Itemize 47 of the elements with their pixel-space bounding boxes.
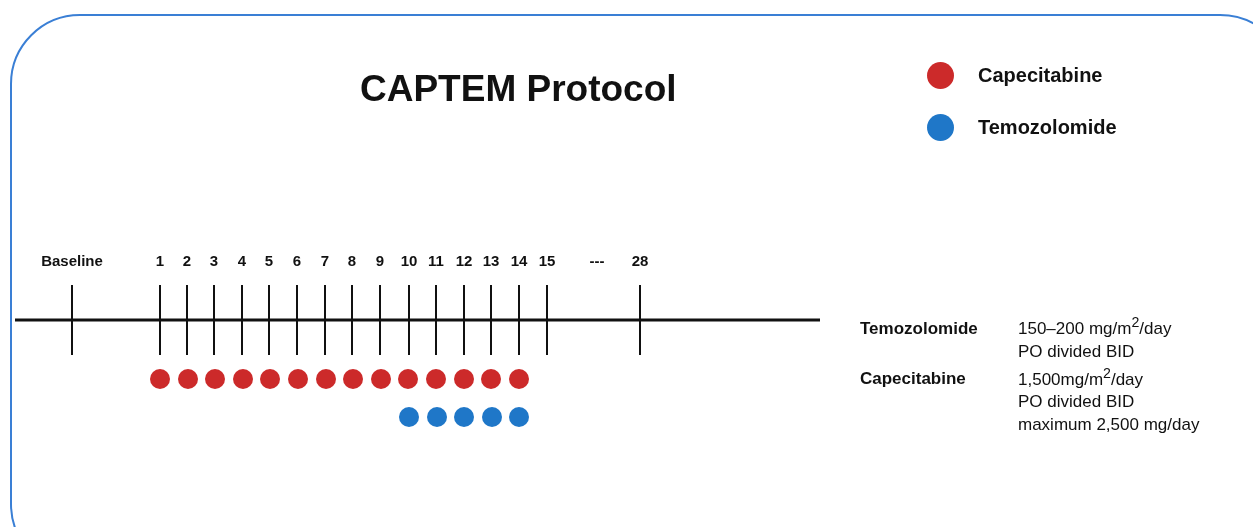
- dose-dot: [205, 369, 226, 389]
- dose-text: 150–200 mg/m$^{2}$/day: [1018, 314, 1173, 339]
- day-label: 15: [538, 252, 556, 269]
- dose-dot: [508, 369, 529, 389]
- day-label: 1: [155, 252, 165, 269]
- day-label: 6: [292, 252, 302, 269]
- day-label: 3: [209, 252, 219, 269]
- dose-dot: [177, 369, 198, 389]
- dose-dot: [343, 369, 364, 389]
- dose-dot: [454, 407, 475, 427]
- dose-dot: [260, 369, 281, 389]
- day-label: 7: [320, 252, 330, 269]
- dose-dot: [509, 407, 530, 427]
- dose-dot: [370, 369, 391, 389]
- day-label: 28: [631, 252, 649, 269]
- day-label: 13: [482, 252, 500, 269]
- dose-dot: [481, 407, 502, 427]
- day-label: 11: [428, 252, 444, 269]
- title: CAPTEM Protocol: [360, 68, 677, 110]
- dose-text: maximum 2,500 mg/day: [1018, 415, 1200, 436]
- drug-name: Capecitabine: [860, 369, 967, 390]
- dose-dot: [288, 369, 308, 389]
- day-label: 5: [264, 252, 274, 269]
- day-label: 12: [455, 252, 473, 269]
- day-label: 4: [237, 252, 247, 269]
- dose-text: 1,500mg/m$^{2}$/day: [1018, 364, 1145, 390]
- day-label: 8: [347, 252, 357, 269]
- day-label: 14: [510, 252, 528, 269]
- dose-dot: [398, 369, 419, 389]
- dose-dot: [426, 407, 447, 427]
- dose-dot: [481, 369, 502, 389]
- dose-dot: [315, 369, 336, 389]
- day-label: 10: [400, 252, 418, 269]
- dose-dot: [426, 369, 446, 389]
- dose-dot: [232, 369, 253, 389]
- drug-name: Temozolomide: [860, 318, 979, 339]
- day-label: Baseline: [41, 252, 103, 269]
- dose-dot: [453, 369, 474, 389]
- dose-dot: [150, 369, 170, 389]
- legend-label: Capecitabine: [978, 64, 1103, 87]
- legend-label: Temozolomide: [978, 116, 1117, 139]
- day-label: 2: [182, 252, 192, 269]
- ellipsis: ---: [589, 252, 605, 269]
- day-label: 9: [375, 252, 385, 269]
- dose-dot: [399, 407, 419, 427]
- dose-text: PO divided BID: [1018, 392, 1136, 413]
- dose-text: PO divided BID: [1018, 341, 1136, 362]
